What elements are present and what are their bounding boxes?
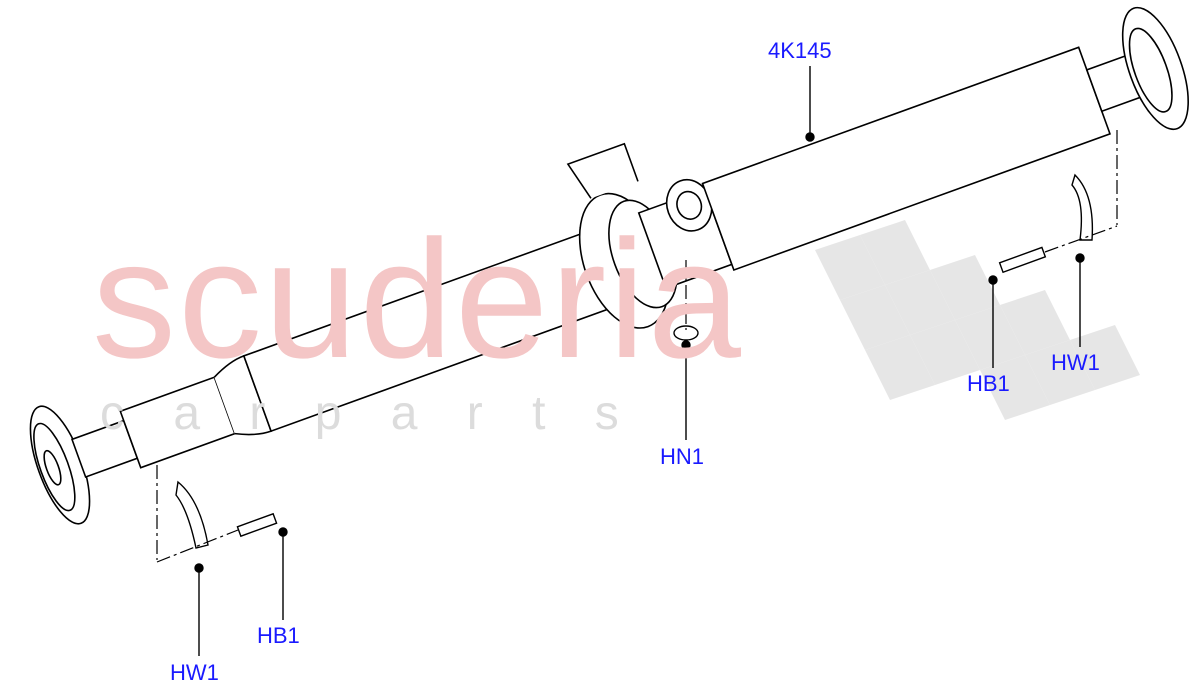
callout-4K145[interactable]: 4K145 — [768, 38, 832, 63]
washer-left — [175, 480, 209, 549]
callout-HW1-right[interactable]: HW1 — [1051, 350, 1100, 375]
watermark-sub: c a r p a r t s — [100, 387, 637, 440]
watermark-brand: scuderia — [92, 205, 744, 393]
nut-center — [673, 325, 699, 341]
callout-HN1[interactable]: HN1 — [660, 444, 705, 469]
callout-HB1-right[interactable]: HB1 — [967, 371, 1010, 396]
rear-tube — [701, 46, 1111, 272]
washer-right — [1071, 173, 1094, 241]
checker-flag-watermark — [815, 220, 1140, 420]
front-tube — [119, 376, 236, 469]
bolt-left — [236, 512, 278, 538]
bolt-right — [998, 246, 1047, 274]
callout-HW1-left[interactable]: HW1 — [170, 660, 219, 685]
callout-HB1-left[interactable]: HB1 — [257, 623, 300, 648]
